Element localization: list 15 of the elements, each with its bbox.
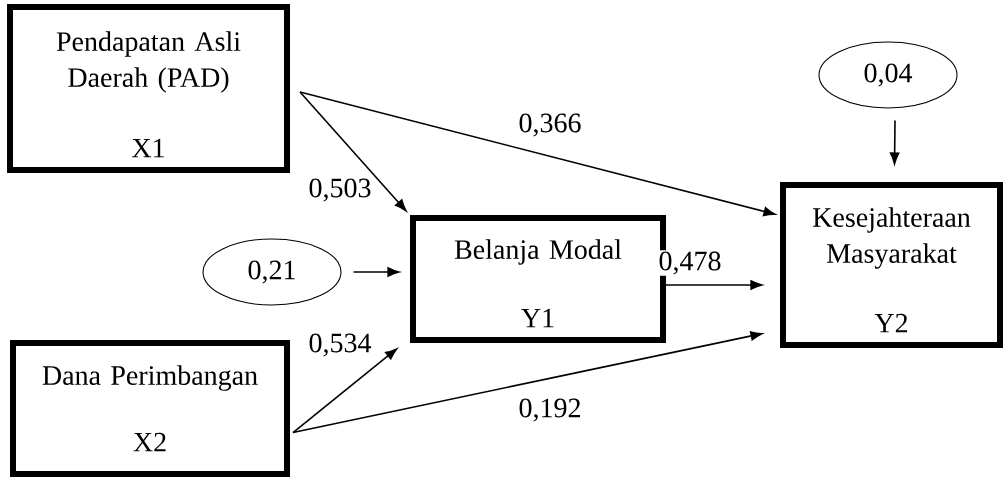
variable-box: Kesejahteraan Masyarakat Y2	[780, 182, 1003, 348]
arrow	[292, 348, 398, 434]
arrow	[352, 267, 400, 277]
arrow	[299, 91, 776, 217]
edge-label: 0,534	[307, 332, 373, 358]
variable-box: Dana Perimbangan X2	[10, 340, 290, 477]
arrow	[299, 91, 407, 212]
edge-label: 0,366	[517, 112, 583, 138]
arrow	[665, 280, 763, 290]
variable-box: Pendapatan Asli Daerah (PAD) X1	[7, 4, 290, 173]
edge-label: 0,192	[517, 397, 583, 423]
edge-label: 0,478	[657, 250, 723, 276]
arrow	[292, 331, 763, 434]
arrow	[889, 119, 900, 165]
edge-label: 0,503	[307, 177, 373, 203]
